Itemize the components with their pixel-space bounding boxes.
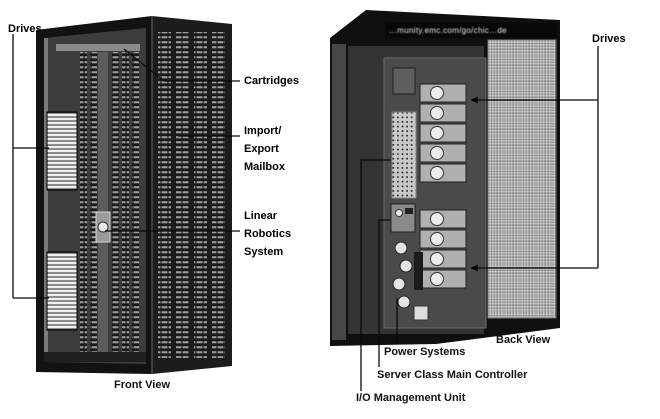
door-cartridge-column xyxy=(194,32,207,358)
back-left-edge xyxy=(332,44,346,340)
back-drives-leader xyxy=(472,46,599,269)
leader-lines xyxy=(12,34,599,391)
io-leader xyxy=(360,159,391,391)
front-top-rail xyxy=(56,44,140,51)
cartridge-column xyxy=(80,52,87,352)
drive-module-lower xyxy=(46,251,78,331)
cartridge-column xyxy=(90,52,97,352)
cartridge-column xyxy=(122,52,129,352)
back-view-caption: Back View xyxy=(496,334,551,346)
power-systems-connectors xyxy=(392,241,429,321)
front-bottom-strip xyxy=(44,352,146,362)
linear-robotics-label: Linear Robotics System xyxy=(244,210,292,258)
server-controller-module xyxy=(390,203,416,233)
front-view-illustration xyxy=(36,16,232,374)
cartridge-column xyxy=(132,52,139,352)
door-cartridge-column xyxy=(158,32,171,358)
cartridge-column xyxy=(112,52,119,352)
watermark-text: …munity.emc.com/go/chic…de xyxy=(385,23,557,38)
cartridges-label: Cartridges xyxy=(244,75,300,87)
import-export-mailbox-label: Import/ Export Mailbox xyxy=(244,125,285,173)
back-drive-stack-upper xyxy=(419,83,467,183)
back-drives-arrow-upper xyxy=(470,96,478,104)
front-drives-label: Drives xyxy=(8,23,42,35)
io-management-label: I/O Management Unit xyxy=(356,392,466,404)
back-top-module xyxy=(392,67,416,95)
door-cartridge-column xyxy=(212,32,225,358)
front-view-caption: Front View xyxy=(113,379,171,391)
drive-module-upper xyxy=(46,111,78,191)
back-view-illustration xyxy=(330,10,560,346)
controller-leader xyxy=(378,219,390,367)
io-management-module xyxy=(391,111,417,199)
server-controller-label: Server Class Main Controller xyxy=(377,369,528,381)
ventilation-mesh-panel xyxy=(487,39,557,319)
front-left-edge xyxy=(44,38,48,362)
door-cartridge-column xyxy=(176,32,189,358)
back-drives-arrow-lower xyxy=(470,264,478,272)
power-systems-label: Power Systems xyxy=(384,346,466,358)
back-drive-stack-lower xyxy=(419,209,467,289)
front-drives-leader xyxy=(12,34,49,299)
back-drives-label: Drives xyxy=(592,33,626,45)
cartridges-leader xyxy=(123,48,240,82)
robotics-rail xyxy=(98,52,108,352)
robot-picker xyxy=(97,221,109,233)
